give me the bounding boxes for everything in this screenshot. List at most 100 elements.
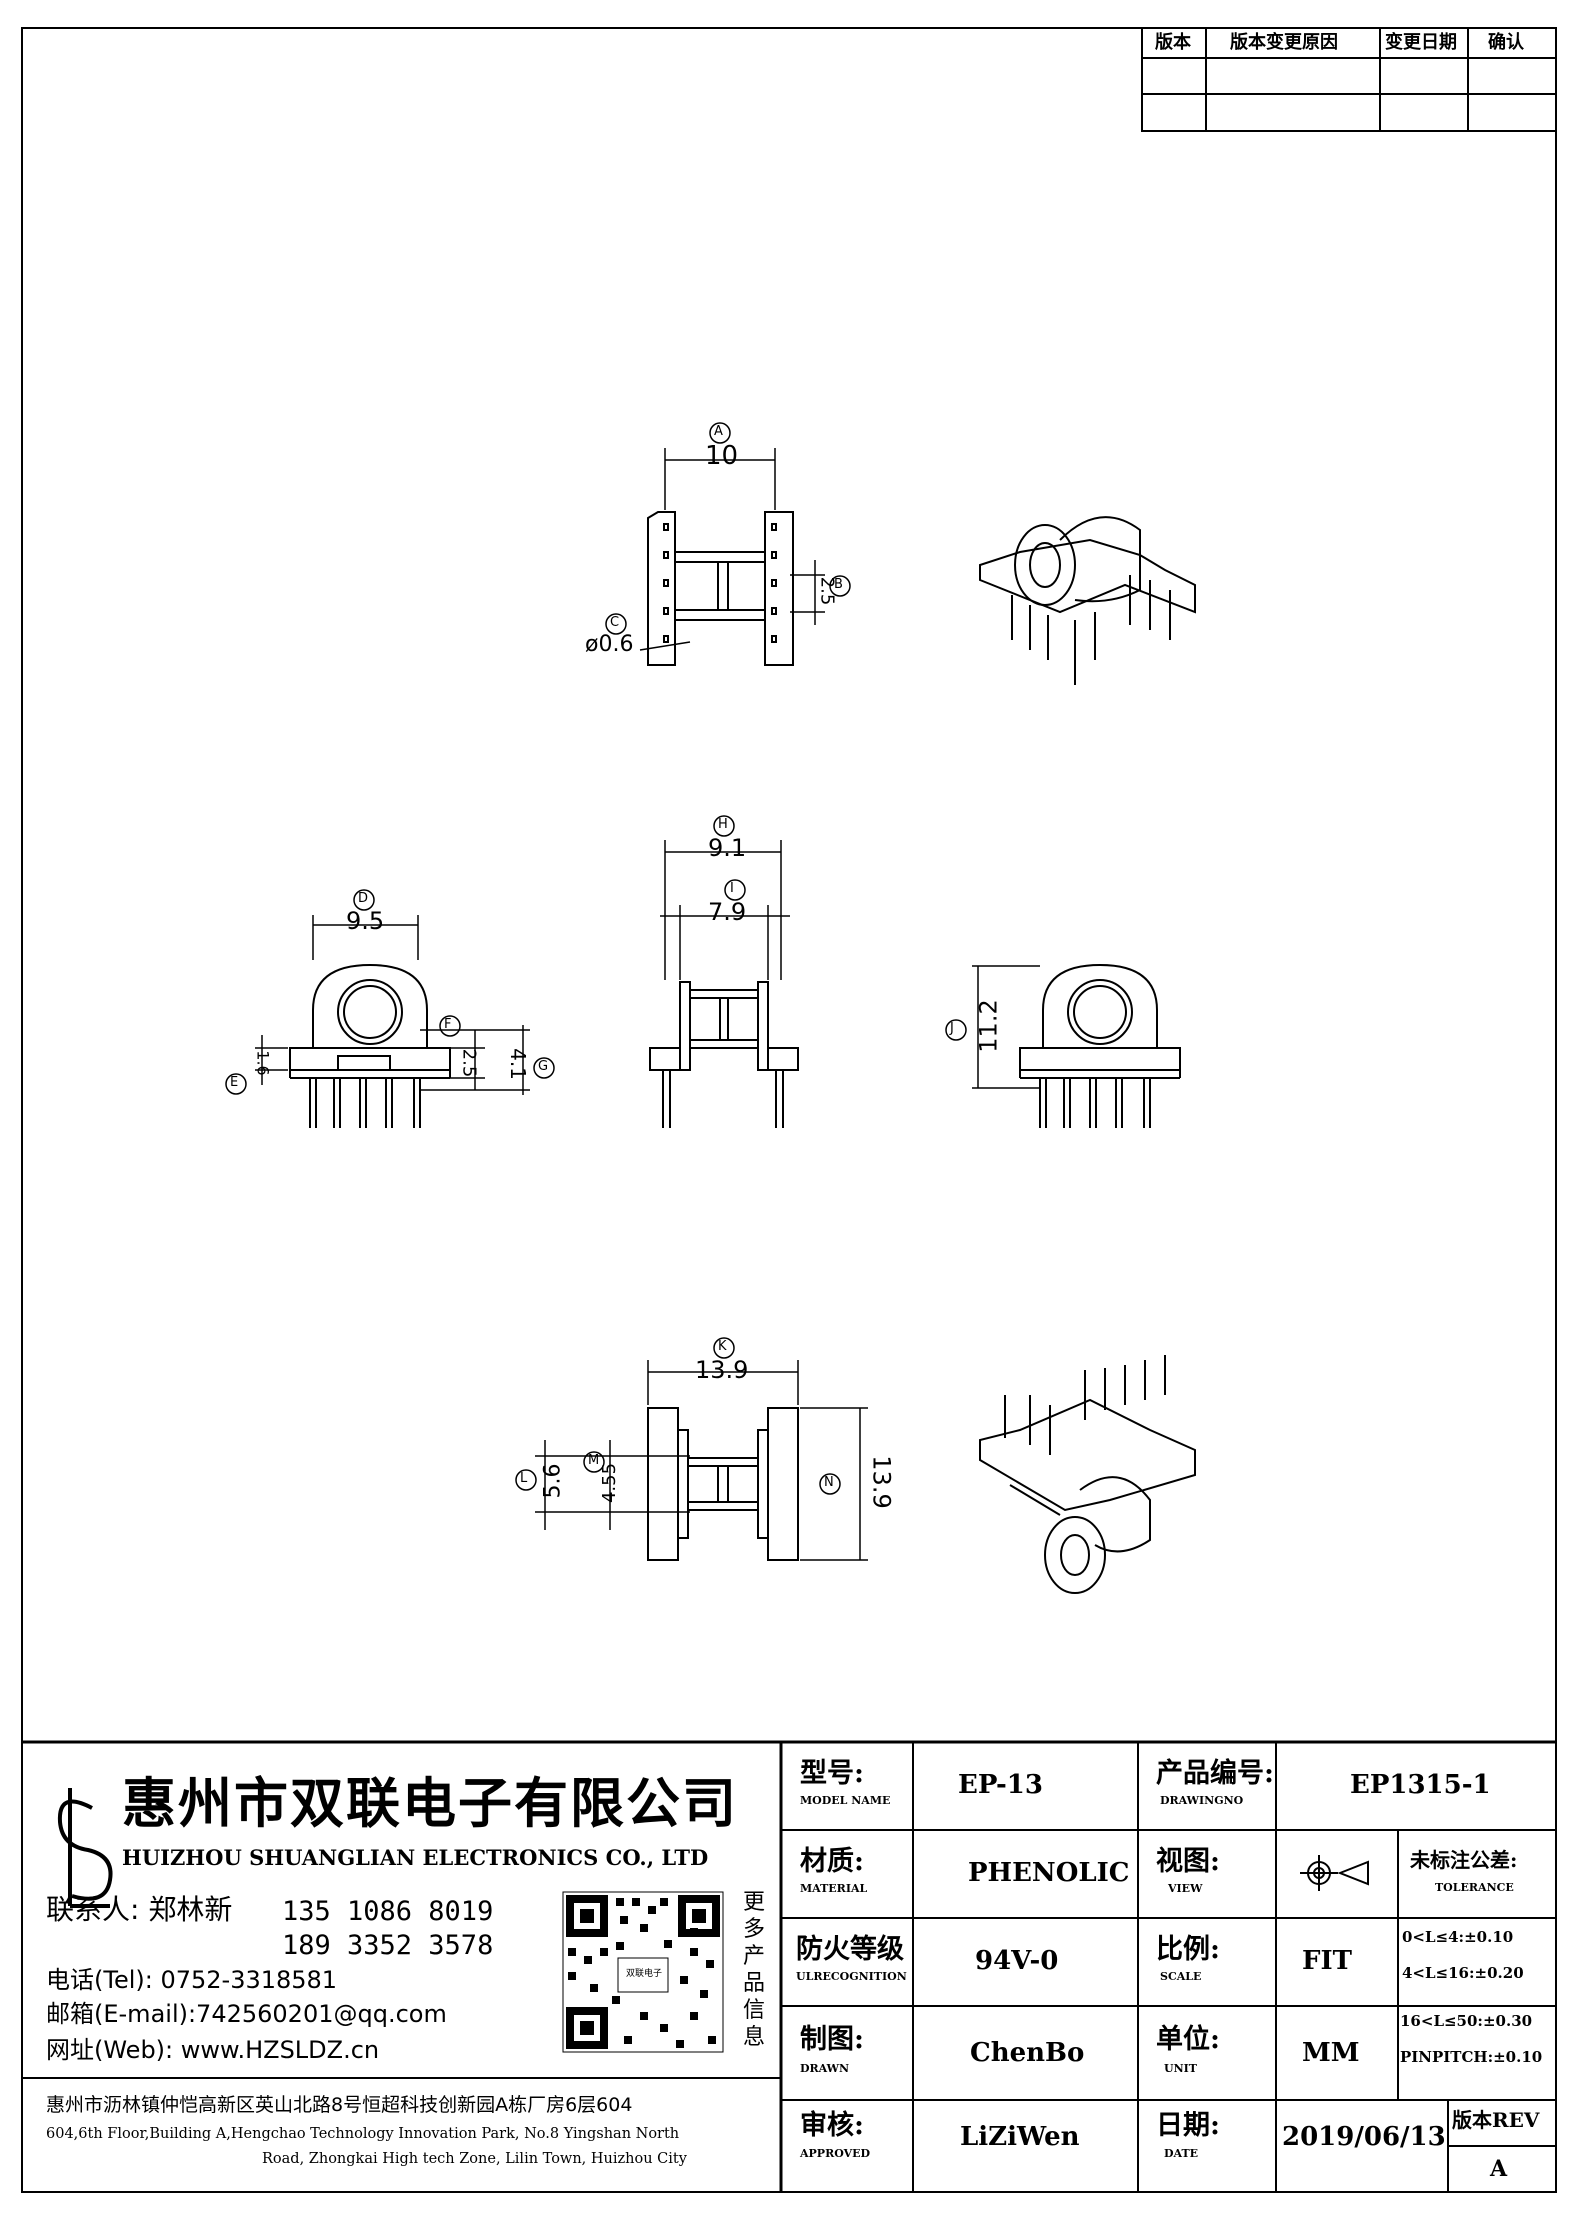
drawn-label-en: DRAWN — [800, 2062, 850, 2075]
front-view-right — [972, 963, 1181, 1128]
company-name-en: HUIZHOU SHUANGLIAN ELECTRONICS CO., LTD — [122, 1845, 709, 1870]
dim-L-value: 5.6 — [540, 1463, 566, 1499]
dim-L-letter: L — [520, 1471, 528, 1486]
contact-person: 联系人: 郑林新 — [46, 1893, 233, 1926]
title-block-lines — [22, 1740, 1556, 2192]
date-label-en: DATE — [1164, 2147, 1199, 2160]
contact-web: 网址(Web): www.HZSLDZ.cn — [46, 2036, 380, 2064]
dim-J-value: 11.2 — [974, 999, 1003, 1053]
dim-H-value: 9.1 — [708, 834, 747, 862]
drawn-value: ChenBo — [970, 2038, 1085, 2068]
tolerance-label-en: TOLERANCE — [1435, 1881, 1514, 1894]
dim-B-value: 2.5 — [816, 576, 838, 606]
dim-E-letter: E — [230, 1075, 239, 1090]
qr-code-graphic — [562, 1891, 724, 2053]
fire-rating-value: 94V-0 — [975, 1946, 1059, 1976]
scale-label: 比例: — [1156, 1934, 1220, 1965]
date-value: 2019/06/13 — [1282, 2122, 1446, 2152]
rev-header-reason: 版本变更原因 — [1230, 32, 1338, 53]
qr-center-label: 双联电子 — [626, 1969, 663, 1979]
revision-table-lines — [1141, 27, 1557, 132]
projection-symbol — [1300, 1855, 1369, 1891]
dim-N-letter: N — [824, 1475, 834, 1490]
qr-caption-1: 更 — [743, 1890, 766, 1915]
sheet-border — [21, 27, 1557, 2193]
revision-label: 版本REV — [1452, 2108, 1540, 2132]
scale-value: FIT — [1302, 1946, 1352, 1976]
fire-rating-label: 防火等级 — [796, 1934, 904, 1965]
drawing-no-value: EP1315-1 — [1350, 1770, 1491, 1800]
dim-A-letter: A — [714, 424, 723, 439]
dim-N-value: 13.9 — [867, 1455, 896, 1509]
dim-F-value: 2.5 — [458, 1048, 480, 1078]
address-cn: 惠州市沥林镇仲恺高新区英山北路8号恒超科技创新园A栋厂房6层604 — [46, 2094, 633, 2116]
address-en-2: Road, Zhongkai High tech Zone, Lilin Tow… — [262, 2151, 687, 2167]
model-value: EP-13 — [958, 1770, 1043, 1800]
address-en-1: 604,6th Floor,Building A,Hengchao Techno… — [46, 2126, 680, 2142]
contact-tel: 电话(Tel): 0752-3318581 — [46, 1966, 338, 1994]
drawing-no-label: 产品编号: — [1156, 1758, 1274, 1789]
iso-view-2 — [979, 1355, 1196, 1594]
qr-caption-4: 品 — [743, 1971, 766, 1996]
contact-phone-2: 189 3352 3578 — [282, 1930, 494, 1961]
unit-label: 单位: — [1156, 2024, 1220, 2055]
material-label: 材质: — [800, 1846, 864, 1877]
contact-email: 邮箱(E-mail):742560201@qq.com — [46, 2000, 447, 2028]
company-name-cn: 惠州市双联电子有限公司 — [122, 1771, 738, 1835]
dim-D-value: 9.5 — [346, 907, 385, 935]
dim-I-letter: I — [730, 881, 734, 896]
dim-H-letter: H — [718, 817, 728, 832]
dimension-balloons — [225, 422, 967, 1495]
dim-I-value: 7.9 — [708, 898, 747, 926]
qr-caption-5: 信 — [743, 1998, 766, 2023]
company-logo — [57, 1788, 113, 1908]
tolerance-4: PINPITCH:±0.10 — [1400, 2048, 1543, 2066]
drawing-no-label-en: DRAWINGNO — [1160, 1794, 1244, 1807]
model-label: 型号: — [800, 1758, 864, 1789]
dim-G-letter: G — [538, 1059, 549, 1074]
tolerance-2: 4<L≤16:±0.20 — [1402, 1964, 1524, 1982]
tolerance-1: 0<L≤4:±0.10 — [1402, 1928, 1514, 1946]
contact-phone-1: 135 1086 8019 — [282, 1896, 494, 1927]
view-label-en: VIEW — [1168, 1882, 1203, 1895]
dim-D-letter: D — [358, 891, 369, 906]
tolerance-3: 16<L≤50:±0.30 — [1400, 2012, 1533, 2030]
material-label-en: MATERIAL — [800, 1882, 868, 1895]
dim-F-letter: F — [444, 1017, 452, 1032]
rev-header-date: 变更日期 — [1385, 32, 1457, 53]
unit-label-en: UNIT — [1164, 2062, 1197, 2075]
revision-value: A — [1490, 2156, 1508, 2182]
scale-label-en: SCALE — [1160, 1970, 1202, 1983]
bottom-view — [535, 1360, 868, 1561]
fire-rating-label-en: ULRECOGNITION — [796, 1970, 907, 1983]
approved-label-en: APPROVED — [800, 2147, 871, 2160]
dim-A-value: 10 — [705, 441, 739, 471]
dim-C-letter: C — [610, 615, 620, 630]
dim-K-value: 13.9 — [695, 1356, 749, 1384]
material-value: PHENOLIC — [968, 1858, 1130, 1888]
dim-B-letter: B — [834, 577, 843, 592]
rev-header-confirm: 确认 — [1488, 32, 1524, 53]
qr-caption-6: 息 — [743, 2025, 766, 2050]
approved-label: 审核: — [800, 2110, 864, 2141]
side-view-middle — [649, 840, 799, 1128]
dim-M-letter: M — [588, 1453, 600, 1468]
dim-M-value: 4.55 — [599, 1462, 621, 1504]
approved-value: LiZiWen — [960, 2122, 1080, 2152]
top-view — [639, 448, 825, 666]
drawn-label: 制图: — [800, 2024, 864, 2055]
dim-G-value: 4.1 — [505, 1048, 530, 1080]
rev-header-version: 版本 — [1155, 32, 1191, 53]
iso-view-1 — [979, 516, 1196, 685]
view-label: 视图: — [1156, 1846, 1220, 1877]
qr-caption-2: 多 — [743, 1917, 766, 1942]
dim-K-letter: K — [718, 1339, 727, 1354]
front-view-left — [255, 915, 530, 1128]
dim-E-value: 1.6 — [253, 1050, 273, 1076]
dim-C-value: ø0.6 — [585, 632, 634, 657]
date-label: 日期: — [1156, 2110, 1220, 2141]
model-label-en: MODEL NAME — [800, 1794, 891, 1807]
tolerance-label: 未标注公差: — [1410, 1848, 1518, 1872]
